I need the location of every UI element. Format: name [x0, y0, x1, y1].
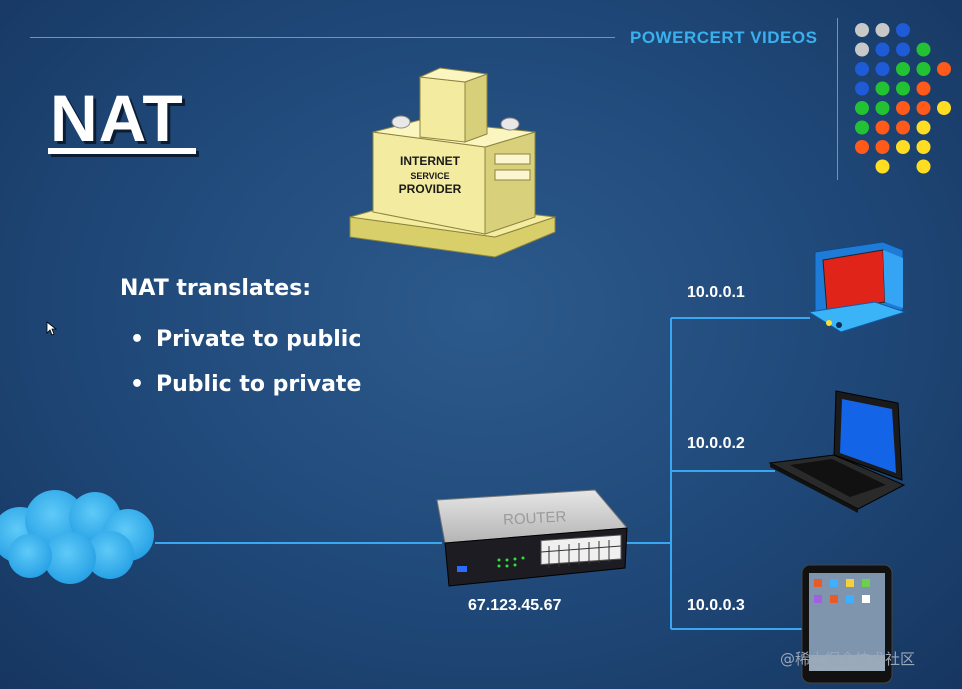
desktop-computer-icon	[807, 241, 907, 333]
logo-dot	[875, 120, 890, 135]
bullet-text: Private to public	[156, 327, 362, 352]
logo-dot	[875, 42, 890, 57]
logo-dot	[916, 120, 931, 135]
bullet-item: • Public to private	[130, 372, 361, 397]
isp-building-icon: INTERNET SERVICE PROVIDER	[349, 67, 556, 258]
logo-dot	[896, 120, 910, 135]
isp-label-line2: SERVICE	[410, 171, 449, 181]
logo-dot	[875, 81, 890, 96]
logo-dot	[916, 140, 931, 154]
logo-dot	[937, 101, 951, 115]
title-underline	[48, 148, 196, 154]
logo-dot	[916, 159, 931, 174]
logo-dot	[896, 23, 910, 37]
logo-dot	[855, 101, 869, 115]
logo-dot	[855, 42, 869, 57]
bullet-text: Public to private	[156, 372, 362, 397]
brand-label: POWERCERT VIDEOS	[630, 28, 818, 47]
brand-divider	[837, 18, 838, 180]
logo-dot	[937, 62, 951, 76]
logo-dot	[875, 62, 890, 76]
logo-dot	[855, 81, 869, 96]
logo-dot	[855, 140, 869, 154]
tablet-icon	[801, 564, 893, 684]
logo-dot	[855, 62, 869, 76]
logo-dot	[896, 140, 910, 154]
header-rule	[30, 37, 615, 38]
device-ip-label: 10.0.0.2	[687, 435, 745, 452]
logo-dot	[875, 101, 890, 115]
bullet-marker: •	[130, 372, 145, 397]
logo-dot	[855, 120, 869, 135]
logo-dot	[875, 23, 890, 37]
logo-dot	[855, 23, 869, 37]
router-label: ROUTER	[503, 508, 567, 528]
powercert-logo	[855, 23, 951, 174]
device-ip-label: 10.0.0.3	[687, 597, 745, 614]
logo-dot	[896, 62, 910, 76]
internet-cloud-icon	[0, 490, 154, 584]
bullet-item: • Private to public	[130, 327, 361, 352]
logo-dot	[896, 101, 910, 115]
body-heading: NAT translates:	[120, 276, 312, 301]
router-icon: ROUTER	[436, 489, 629, 587]
isp-label-line1: INTERNET	[400, 154, 461, 168]
laptop-icon	[768, 390, 906, 513]
isp-label-line3: PROVIDER	[399, 182, 462, 196]
router-ip-label: 67.123.45.67	[468, 597, 562, 614]
page-title: NAT	[50, 81, 184, 155]
logo-dot	[896, 81, 910, 96]
logo-dot	[916, 81, 931, 96]
watermark-label: @稀土掘金技术社区	[780, 650, 916, 668]
device-ip-label: 10.0.0.1	[687, 284, 745, 301]
bullet-marker: •	[130, 327, 145, 352]
logo-dot	[916, 62, 931, 76]
logo-dot	[896, 42, 910, 57]
logo-dot	[875, 159, 890, 174]
logo-dot	[916, 101, 931, 115]
logo-dot	[875, 140, 890, 154]
logo-dot	[916, 42, 931, 57]
mouse-cursor-icon	[46, 321, 58, 336]
